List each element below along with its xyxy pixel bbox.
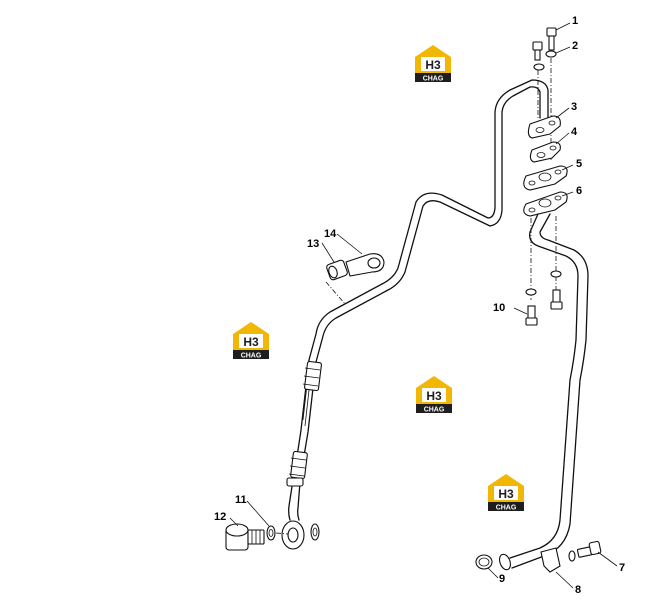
oil-feed-pipe bbox=[308, 79, 549, 363]
svg-text:H3: H3 bbox=[426, 389, 442, 403]
callout-9: 9 bbox=[499, 573, 505, 585]
watermark-logo-2: H3 CHAG bbox=[233, 322, 269, 360]
callout-14: 14 bbox=[324, 228, 337, 240]
callout-10: 10 bbox=[493, 302, 505, 314]
svg-text:CHAG: CHAG bbox=[424, 407, 445, 414]
gasket-4 bbox=[529, 141, 561, 163]
callout-3: 3 bbox=[571, 101, 577, 113]
callout-7: 7 bbox=[619, 562, 625, 574]
callout-11: 11 bbox=[235, 494, 247, 506]
flexible-hose bbox=[286, 359, 322, 521]
svg-text:CHAG: CHAG bbox=[423, 76, 444, 83]
callout-1: 1 bbox=[572, 15, 578, 27]
pipe-clamp bbox=[325, 253, 385, 305]
callout-8: 8 bbox=[575, 584, 581, 596]
bottom-bracket-parts bbox=[475, 540, 602, 573]
banjo-bolt bbox=[225, 523, 289, 551]
banjo-fitting bbox=[281, 520, 320, 550]
oil-return-pipe bbox=[499, 213, 589, 571]
callout-13: 13 bbox=[307, 238, 319, 250]
flange-lower-bolts bbox=[525, 216, 563, 326]
leader-lines bbox=[229, 22, 618, 589]
svg-text:H3: H3 bbox=[243, 335, 259, 349]
svg-text:H3: H3 bbox=[498, 487, 514, 501]
callout-12: 12 bbox=[214, 511, 226, 523]
svg-text:CHAG: CHAG bbox=[241, 353, 262, 360]
upper-bolts bbox=[532, 27, 557, 160]
svg-text:CHAG: CHAG bbox=[496, 505, 517, 512]
callout-5: 5 bbox=[576, 158, 582, 170]
watermark-logo-3: H3 CHAG bbox=[416, 376, 452, 414]
callout-4: 4 bbox=[571, 126, 578, 138]
gasket-5 bbox=[523, 165, 568, 191]
svg-text:H3: H3 bbox=[425, 58, 441, 72]
flange-6 bbox=[523, 191, 568, 217]
watermark-logo-4: H3 CHAG bbox=[488, 474, 524, 512]
watermark-logo-1: H3 CHAG bbox=[415, 45, 451, 83]
flange-3 bbox=[527, 115, 561, 139]
callout-2: 2 bbox=[572, 40, 578, 52]
callout-6: 6 bbox=[576, 185, 582, 197]
